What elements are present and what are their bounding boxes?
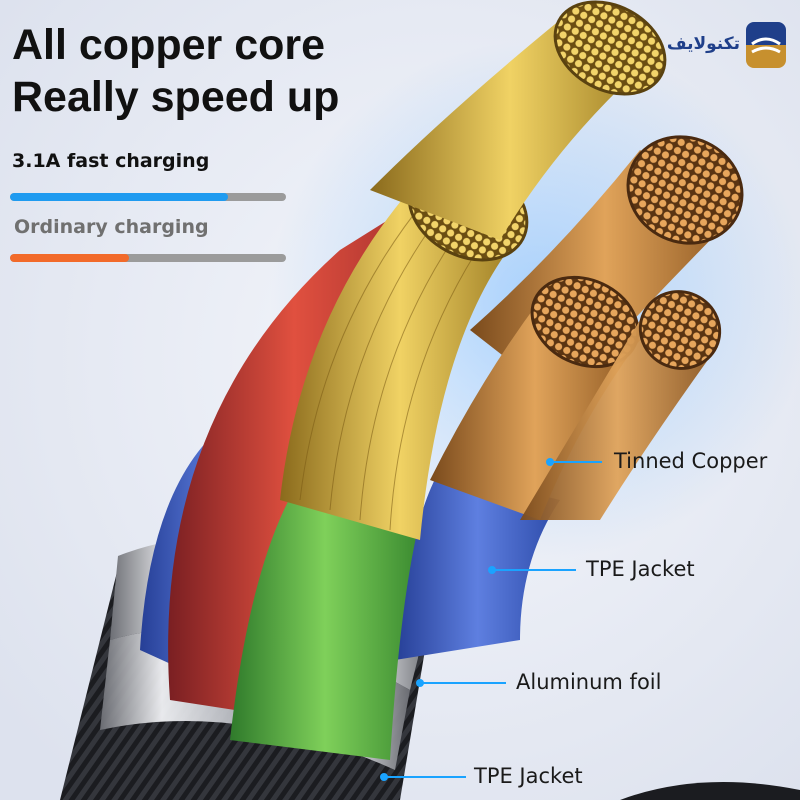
callout-dot-tpe-inner bbox=[488, 566, 496, 574]
callout-dot-tpe-outer bbox=[380, 773, 388, 781]
headline-line-1: All copper core bbox=[12, 21, 326, 69]
callout-lines bbox=[380, 458, 602, 781]
callout-dot-foil bbox=[416, 679, 424, 687]
fast-charging-label: 3.1A fast charging bbox=[12, 150, 210, 172]
brand-logo: تکنولایف bbox=[636, 20, 786, 76]
label-tinned-copper: Tinned Copper bbox=[614, 449, 768, 473]
ordinary-charging-bar-fill bbox=[10, 254, 129, 262]
ordinary-charging-bar bbox=[10, 254, 286, 262]
label-aluminum-foil: Aluminum foil bbox=[516, 670, 662, 694]
brand-logo-text: تکنولایف bbox=[666, 34, 740, 54]
label-tpe-jacket-inner: TPE Jacket bbox=[586, 557, 695, 581]
fast-charging-bar-fill bbox=[10, 193, 229, 201]
fast-charging-bar bbox=[10, 193, 286, 201]
label-tpe-jacket-outer: TPE Jacket bbox=[474, 764, 583, 788]
ordinary-charging-label: Ordinary charging bbox=[14, 216, 209, 238]
callout-dot-tinned-copper bbox=[546, 458, 554, 466]
brand-logo-icon bbox=[746, 22, 786, 68]
headline-line-2: Really speed up bbox=[12, 73, 340, 121]
